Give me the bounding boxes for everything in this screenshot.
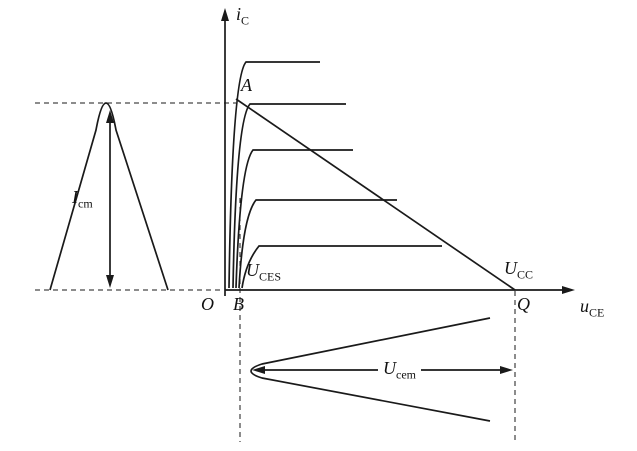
u-cc-label: UCC: [504, 259, 533, 281]
characteristic-curve-5: [241, 245, 442, 289]
label-sub: cm: [78, 196, 93, 211]
point-b-label: B: [233, 294, 244, 314]
label-main: I: [72, 187, 78, 207]
label-main: U: [383, 358, 396, 378]
characteristic-curve-3: [235, 149, 353, 289]
output-voltage-waveform: [250, 317, 491, 422]
label-main: u: [580, 296, 589, 316]
u-ces-label: UCES: [246, 261, 281, 283]
label-sub: CC: [517, 267, 534, 282]
u-cem-label: Ucem: [378, 359, 421, 381]
x-axis-arrowhead-icon: [562, 286, 575, 294]
label-sub: cem: [396, 367, 416, 382]
origin-label: O: [201, 294, 214, 314]
label-main: i: [236, 4, 242, 24]
ucem-arrowhead-right-icon: [500, 366, 513, 374]
ucem-arrowhead-left-icon: [252, 366, 265, 374]
y-axis-arrowhead-icon: [221, 8, 229, 21]
point-q-label: Q: [517, 294, 530, 314]
label-main: U: [246, 260, 259, 280]
characteristic-curve-1: [228, 61, 320, 289]
label-sub: CES: [259, 269, 282, 284]
y-axis-label: iC: [236, 5, 249, 27]
input-current-waveform: [49, 102, 169, 291]
i-cm-label: Icm: [72, 188, 93, 210]
point-a-label: A: [241, 75, 252, 95]
characteristic-curve-4: [238, 199, 397, 289]
x-axis-label: uCE: [580, 297, 604, 319]
label-sub: C: [241, 13, 250, 28]
label-main: U: [504, 258, 517, 278]
icm-arrowhead-bottom-icon: [106, 275, 114, 288]
icm-arrowhead-top-icon: [106, 110, 114, 123]
label-sub: CE: [589, 305, 605, 320]
load-line: [235, 98, 516, 291]
